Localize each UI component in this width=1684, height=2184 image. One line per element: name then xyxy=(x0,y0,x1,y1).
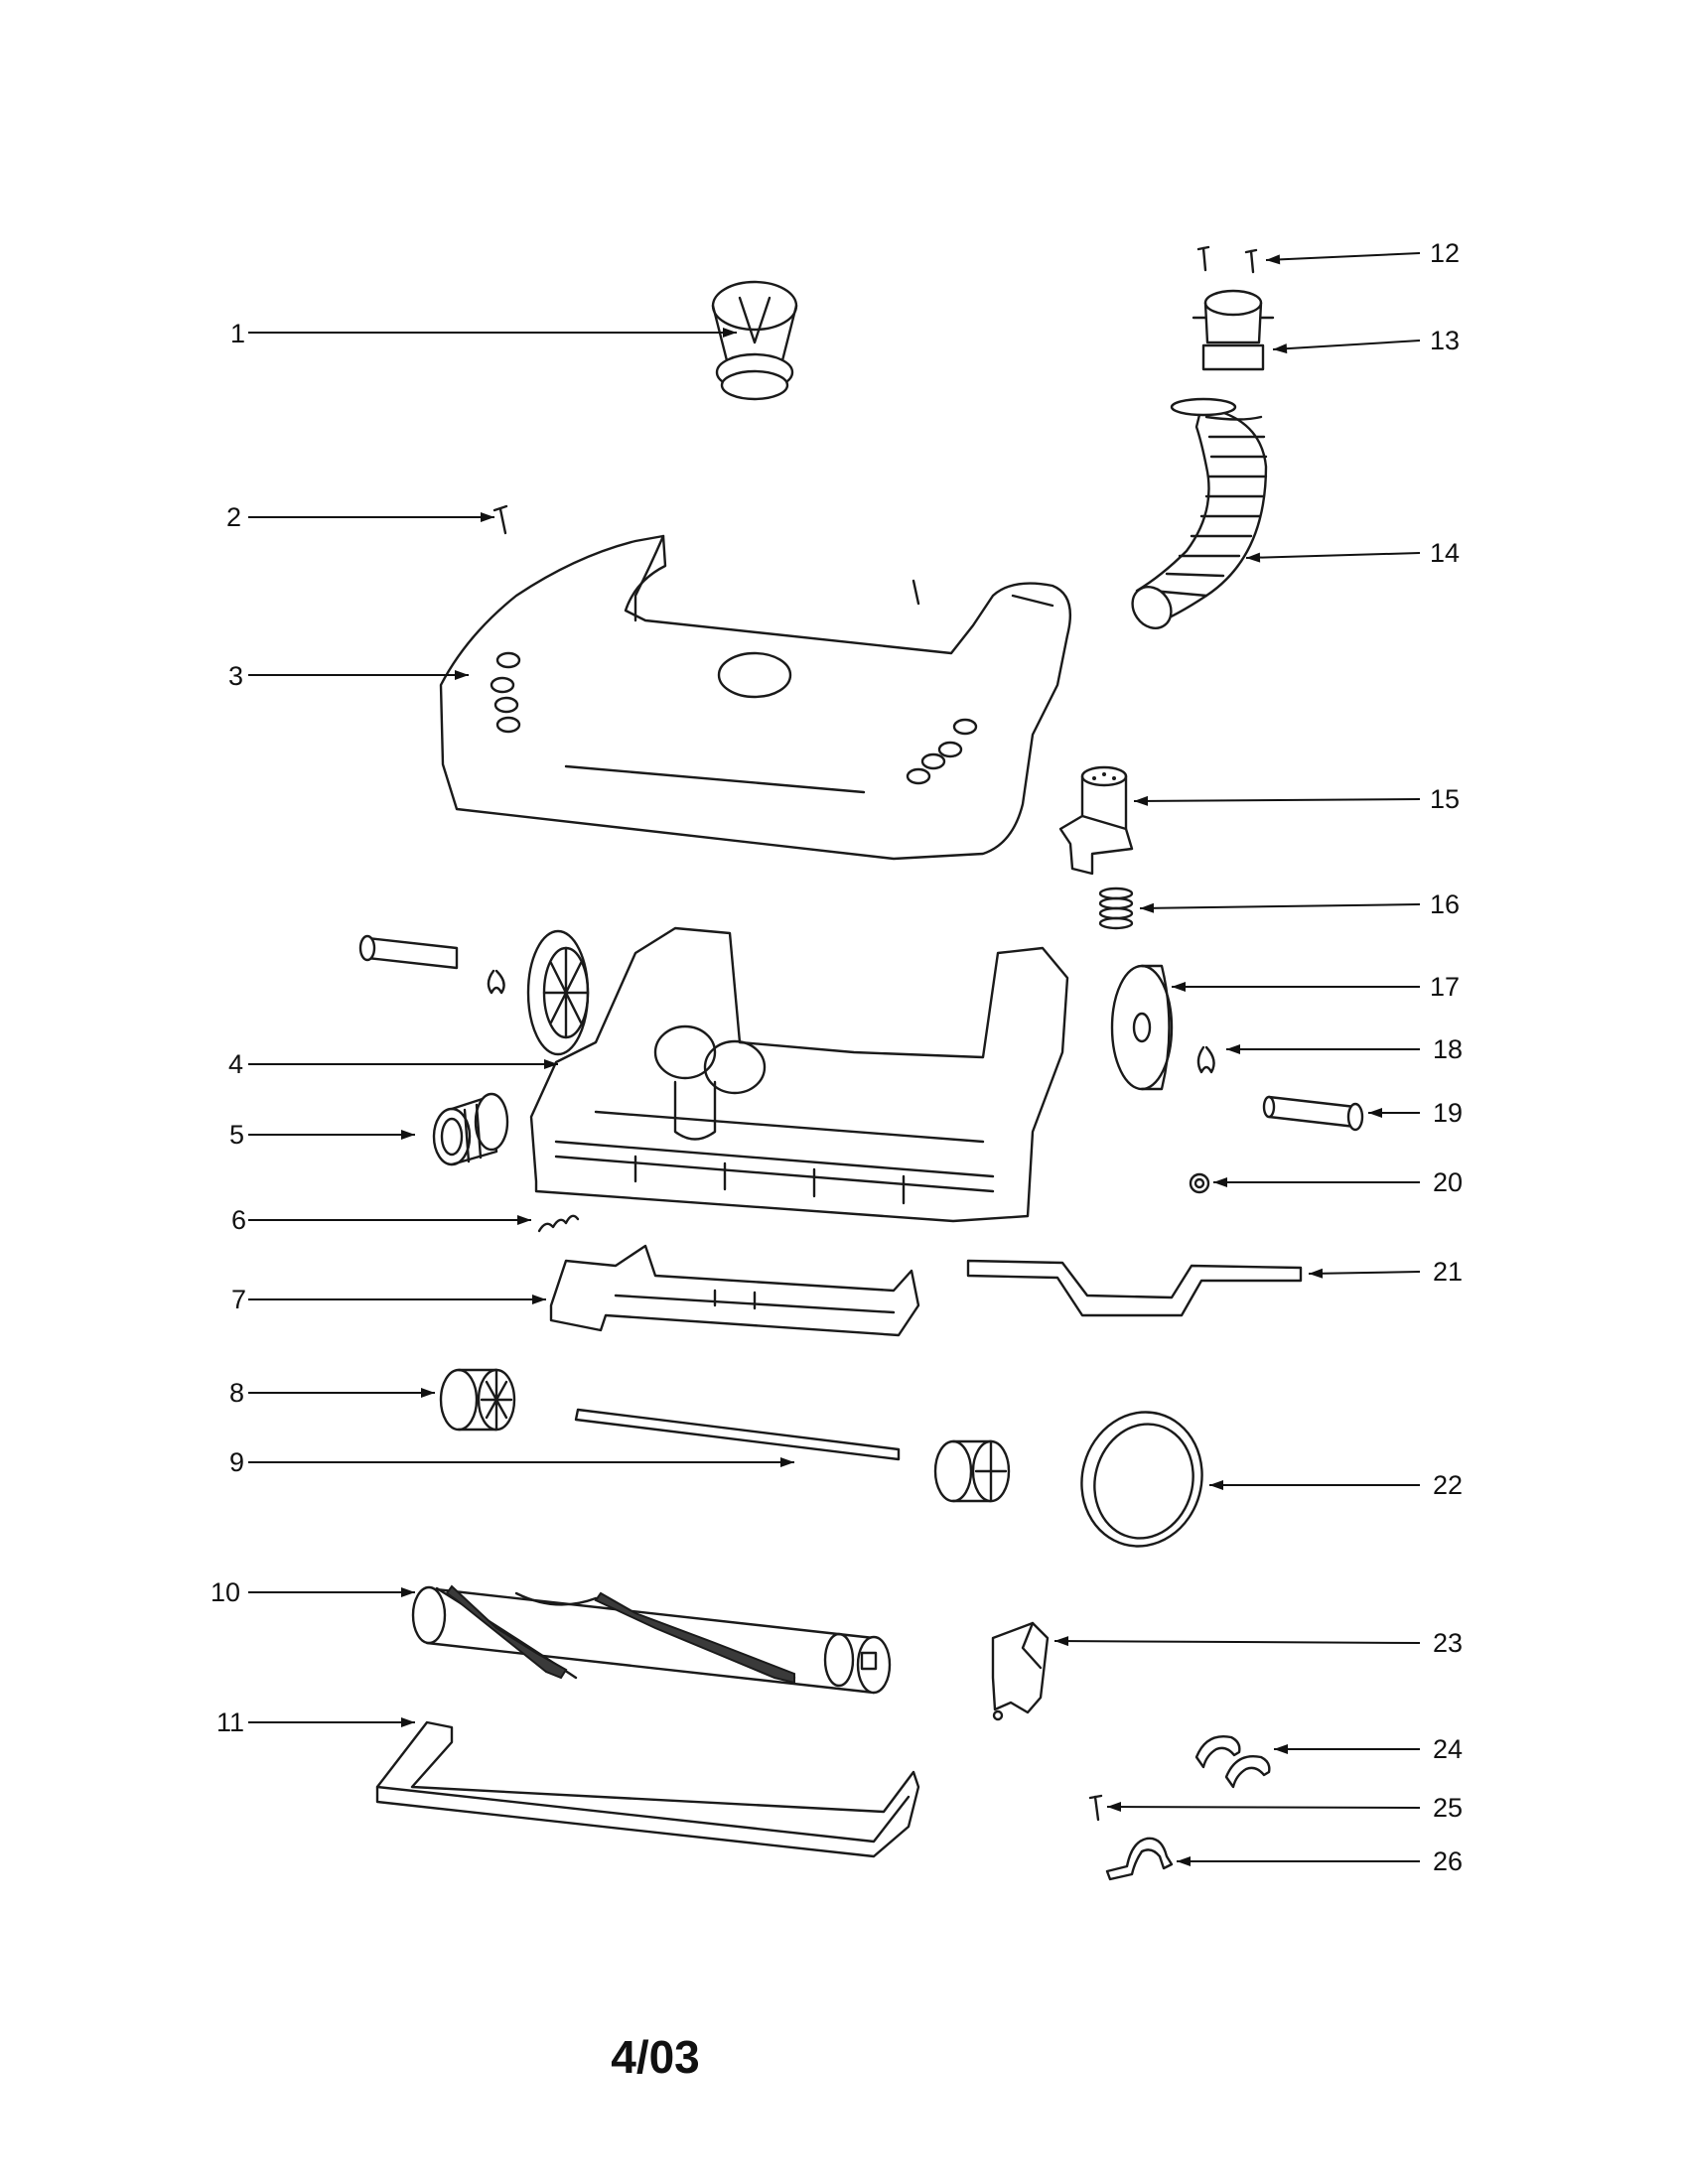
leader-arrowhead-11 xyxy=(401,1717,415,1727)
leader-arrowhead-12 xyxy=(1266,254,1281,265)
callout-12: 12 xyxy=(1430,238,1460,268)
part-12-screws xyxy=(1196,245,1258,274)
callout-8: 8 xyxy=(229,1378,244,1408)
callout-5: 5 xyxy=(229,1120,244,1150)
part-14-hose xyxy=(1131,397,1268,629)
part-7-bracket xyxy=(549,1244,920,1337)
leader-arrowhead-10 xyxy=(401,1587,415,1597)
leader-line-25 xyxy=(1106,1806,1421,1809)
part-21-strip xyxy=(966,1259,1303,1317)
leader-arrowhead-3 xyxy=(455,670,469,680)
part-23-bracket xyxy=(991,1621,1050,1721)
revision-code: 4/03 xyxy=(611,2031,700,2083)
callout-6: 6 xyxy=(231,1205,246,1235)
leader-line-16 xyxy=(1139,903,1421,909)
callout-15: 15 xyxy=(1430,784,1460,814)
leader-arrowhead-4 xyxy=(544,1059,558,1069)
callout-7: 7 xyxy=(231,1285,246,1314)
leader-arrowhead-9 xyxy=(780,1457,794,1467)
callout-numbers: 1 2 3 4 5 6 7 8 9 10 11 12 13 14 15 16 1… xyxy=(210,238,1463,1876)
callout-21: 21 xyxy=(1433,1257,1463,1287)
part-17-wheel xyxy=(1110,964,1174,1091)
part-6-spring xyxy=(537,1214,580,1233)
callout-22: 22 xyxy=(1433,1470,1463,1500)
leader-arrowhead-8 xyxy=(421,1388,435,1398)
leader-arrowhead-24 xyxy=(1274,1744,1288,1754)
part-9-shaft xyxy=(574,1408,901,1461)
part-24-clips xyxy=(1194,1735,1271,1789)
part-25-screw xyxy=(1088,1794,1103,1822)
callout-23: 23 xyxy=(1433,1628,1463,1658)
leader-arrowhead-18 xyxy=(1226,1044,1240,1054)
callout-18: 18 xyxy=(1433,1034,1463,1064)
leader-arrowhead-22 xyxy=(1209,1480,1223,1490)
callout-24: 24 xyxy=(1433,1734,1463,1764)
part-2-screw xyxy=(492,504,508,535)
callout-19: 19 xyxy=(1433,1098,1463,1128)
leader-arrowhead-19 xyxy=(1368,1108,1382,1118)
part-26-clamp xyxy=(1105,1837,1174,1881)
part-4-wheel-left xyxy=(358,929,590,1056)
part-3-hood xyxy=(439,534,1072,861)
part-4-base-housing xyxy=(529,926,1069,1223)
leader-arrowhead-7 xyxy=(532,1295,546,1304)
part-20-nut xyxy=(1189,1172,1210,1194)
callout-26: 26 xyxy=(1433,1846,1463,1876)
callout-1: 1 xyxy=(230,319,245,348)
leader-line-21 xyxy=(1308,1271,1421,1275)
part-1-connector xyxy=(711,280,798,401)
leader-arrowhead-26 xyxy=(1177,1856,1191,1866)
leader-line-15 xyxy=(1133,798,1421,802)
leader-arrowhead-17 xyxy=(1172,982,1186,992)
callout-17: 17 xyxy=(1430,972,1460,1002)
part-22-belt xyxy=(1080,1411,1203,1548)
callout-16: 16 xyxy=(1430,889,1460,919)
part-15-latch xyxy=(1058,765,1134,876)
leader-arrowhead-1 xyxy=(723,328,737,338)
leader-arrowhead-21 xyxy=(1309,1268,1324,1279)
leader-arrowhead-16 xyxy=(1140,902,1155,913)
leader-lines xyxy=(248,252,1421,1866)
callout-10: 10 xyxy=(210,1577,240,1607)
callout-9: 9 xyxy=(229,1447,244,1477)
leader-arrowhead-5 xyxy=(401,1130,415,1140)
leader-line-23 xyxy=(1053,1640,1421,1644)
callout-14: 14 xyxy=(1430,538,1460,568)
part-19-axle xyxy=(1262,1095,1364,1132)
part-16-spring xyxy=(1098,887,1134,930)
callout-4: 4 xyxy=(228,1049,243,1079)
part-18-clip xyxy=(1196,1045,1215,1074)
part-5-connector xyxy=(432,1092,509,1166)
leader-line-14 xyxy=(1245,552,1421,559)
part-11-bumper xyxy=(375,1720,920,1858)
leader-line-13 xyxy=(1272,340,1421,350)
callout-13: 13 xyxy=(1430,326,1460,355)
leader-arrowhead-23 xyxy=(1054,1636,1069,1647)
leader-arrowhead-25 xyxy=(1107,1802,1122,1813)
part-8-end-cap xyxy=(439,1368,516,1432)
leader-arrowhead-15 xyxy=(1134,795,1149,806)
callout-25: 25 xyxy=(1433,1793,1463,1823)
callout-3: 3 xyxy=(228,661,243,691)
leader-arrowhead-20 xyxy=(1213,1177,1227,1187)
leader-arrowhead-2 xyxy=(481,512,494,522)
callout-2: 2 xyxy=(226,502,241,532)
leader-line-12 xyxy=(1265,252,1421,261)
leader-arrowhead-13 xyxy=(1273,343,1288,354)
callout-20: 20 xyxy=(1433,1167,1463,1197)
part-13-coupler xyxy=(1192,289,1275,371)
leader-arrowhead-6 xyxy=(517,1215,531,1225)
callout-11: 11 xyxy=(216,1707,244,1737)
part-10-brushroll xyxy=(411,1584,892,1695)
leader-arrowhead-14 xyxy=(1246,552,1261,563)
part-9-end-cap-right xyxy=(933,1439,1011,1503)
